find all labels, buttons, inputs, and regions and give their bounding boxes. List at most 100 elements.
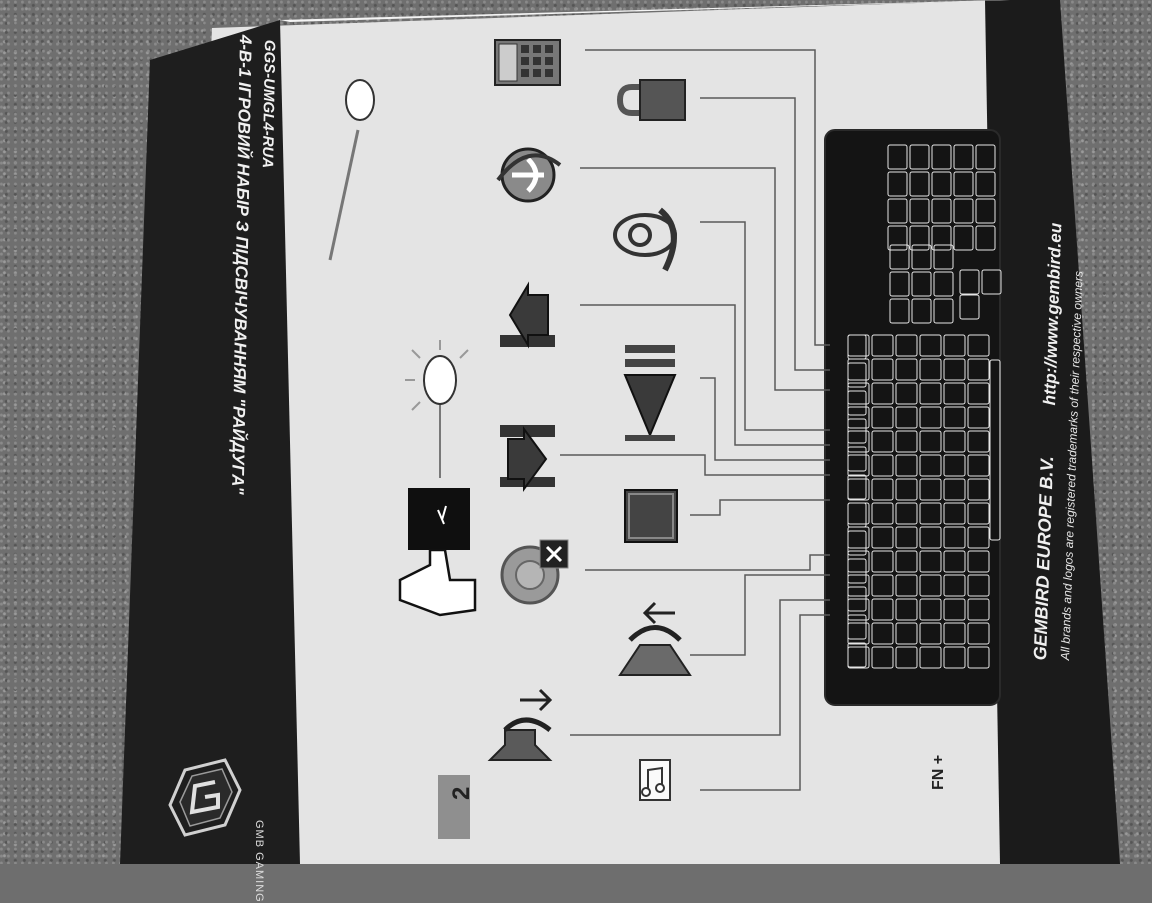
keyboard-key xyxy=(967,502,990,525)
volume-down-icon xyxy=(487,688,553,761)
keyboard-key xyxy=(919,358,942,381)
calculator-icon xyxy=(494,39,561,86)
keyboard-key xyxy=(967,646,990,669)
brand-logo xyxy=(168,758,242,837)
left-black-band xyxy=(120,20,300,864)
lock-icon xyxy=(616,79,686,121)
leader-lines xyxy=(560,49,830,791)
keyboard-key xyxy=(967,598,990,621)
keyboard-key xyxy=(919,406,942,429)
brightness-slider-icon xyxy=(328,79,375,261)
brand-logo-text: GMB GAMING xyxy=(253,820,265,903)
keyboard-key xyxy=(871,598,894,621)
mute-icon xyxy=(500,539,569,605)
play-pause-icon xyxy=(623,345,677,441)
keyboard-key xyxy=(895,358,918,381)
keyboard-key xyxy=(959,294,980,320)
backlight-brightness-icon xyxy=(405,340,469,411)
keyboard-key xyxy=(967,454,990,477)
product-model: GGS-UMGL4-RUA xyxy=(258,39,278,169)
leader-line xyxy=(690,499,830,516)
keyboard-key xyxy=(967,550,990,573)
keyboard-key xyxy=(871,574,894,597)
keyboard-key xyxy=(967,334,990,357)
volume-up-icon xyxy=(618,601,692,676)
keyboard-key xyxy=(943,526,966,549)
keyboard-key xyxy=(919,382,942,405)
leader-line xyxy=(700,221,830,431)
page-number-tab xyxy=(438,775,470,839)
keyboard-key xyxy=(919,334,942,357)
keyboard-key xyxy=(909,225,930,251)
keyboard-key xyxy=(895,526,918,549)
keyboard-key xyxy=(919,622,942,645)
keyboard-key xyxy=(871,430,894,453)
leader-line xyxy=(560,454,830,476)
keyboard-key xyxy=(975,225,996,251)
keyboard-key xyxy=(895,550,918,573)
keyboard-key xyxy=(895,454,918,477)
keyboard-key xyxy=(931,225,952,251)
fn-label: FN + xyxy=(930,754,947,790)
keyboard-key xyxy=(895,478,918,501)
keyboard-key xyxy=(909,171,930,197)
keyboard-key xyxy=(919,598,942,621)
keyboard-key xyxy=(931,144,952,170)
keyboard-key xyxy=(911,298,932,324)
keyboard-key xyxy=(967,526,990,549)
top-paper-edge xyxy=(280,0,1010,22)
keyboard-key xyxy=(981,269,1002,295)
keyboard-key xyxy=(967,406,990,429)
leader-line xyxy=(690,574,830,656)
keyboard-key xyxy=(931,171,952,197)
right-black-band xyxy=(985,0,1120,864)
keyboard-key xyxy=(943,574,966,597)
keyboard-key xyxy=(895,598,918,621)
keyboard-key xyxy=(943,406,966,429)
keyboard-key xyxy=(953,198,974,224)
keyboard-key xyxy=(871,454,894,477)
keyboard-key xyxy=(887,198,908,224)
keyboard-key xyxy=(847,614,867,640)
leader-line xyxy=(700,377,830,461)
keyboard-key xyxy=(847,474,867,500)
keyboard-key xyxy=(943,478,966,501)
keyboard-key xyxy=(933,298,954,324)
keyboard-key xyxy=(871,502,894,525)
keyboard-key xyxy=(895,574,918,597)
keyboard-key xyxy=(871,646,894,669)
leader-line xyxy=(580,304,830,446)
leader-line xyxy=(585,554,830,571)
previous-track-icon xyxy=(500,281,555,349)
keyboard-key xyxy=(871,478,894,501)
keyboard-illustration xyxy=(824,129,1002,706)
keyboard-key xyxy=(967,430,990,453)
keyboard-key xyxy=(895,382,918,405)
keyboard-key xyxy=(943,382,966,405)
keyboard-key xyxy=(847,558,867,584)
keyboard-key xyxy=(871,334,894,357)
keyboard-key xyxy=(943,598,966,621)
keyboard-key xyxy=(943,550,966,573)
keyboard-key xyxy=(975,144,996,170)
backlight-touch-icon xyxy=(398,488,477,617)
keyboard-key xyxy=(953,144,974,170)
keyboard-key xyxy=(895,646,918,669)
keyboard-key xyxy=(847,574,870,597)
keyboard-key xyxy=(847,418,867,444)
keyboard-key xyxy=(943,502,966,525)
leaflet-photo xyxy=(120,0,1120,864)
keyboard-key xyxy=(967,478,990,501)
keyboard-key xyxy=(847,586,867,612)
keyboard-key xyxy=(871,622,894,645)
keyboard-key xyxy=(919,526,942,549)
keyboard-key xyxy=(871,358,894,381)
keyboard-key xyxy=(933,244,954,270)
keyboard-key xyxy=(953,171,974,197)
keyboard-key xyxy=(933,271,954,297)
keyboard-key xyxy=(911,271,932,297)
keyboard-key xyxy=(943,646,966,669)
keyboard-key xyxy=(943,358,966,381)
keyboard-key xyxy=(895,502,918,525)
keyboard-key xyxy=(909,198,930,224)
